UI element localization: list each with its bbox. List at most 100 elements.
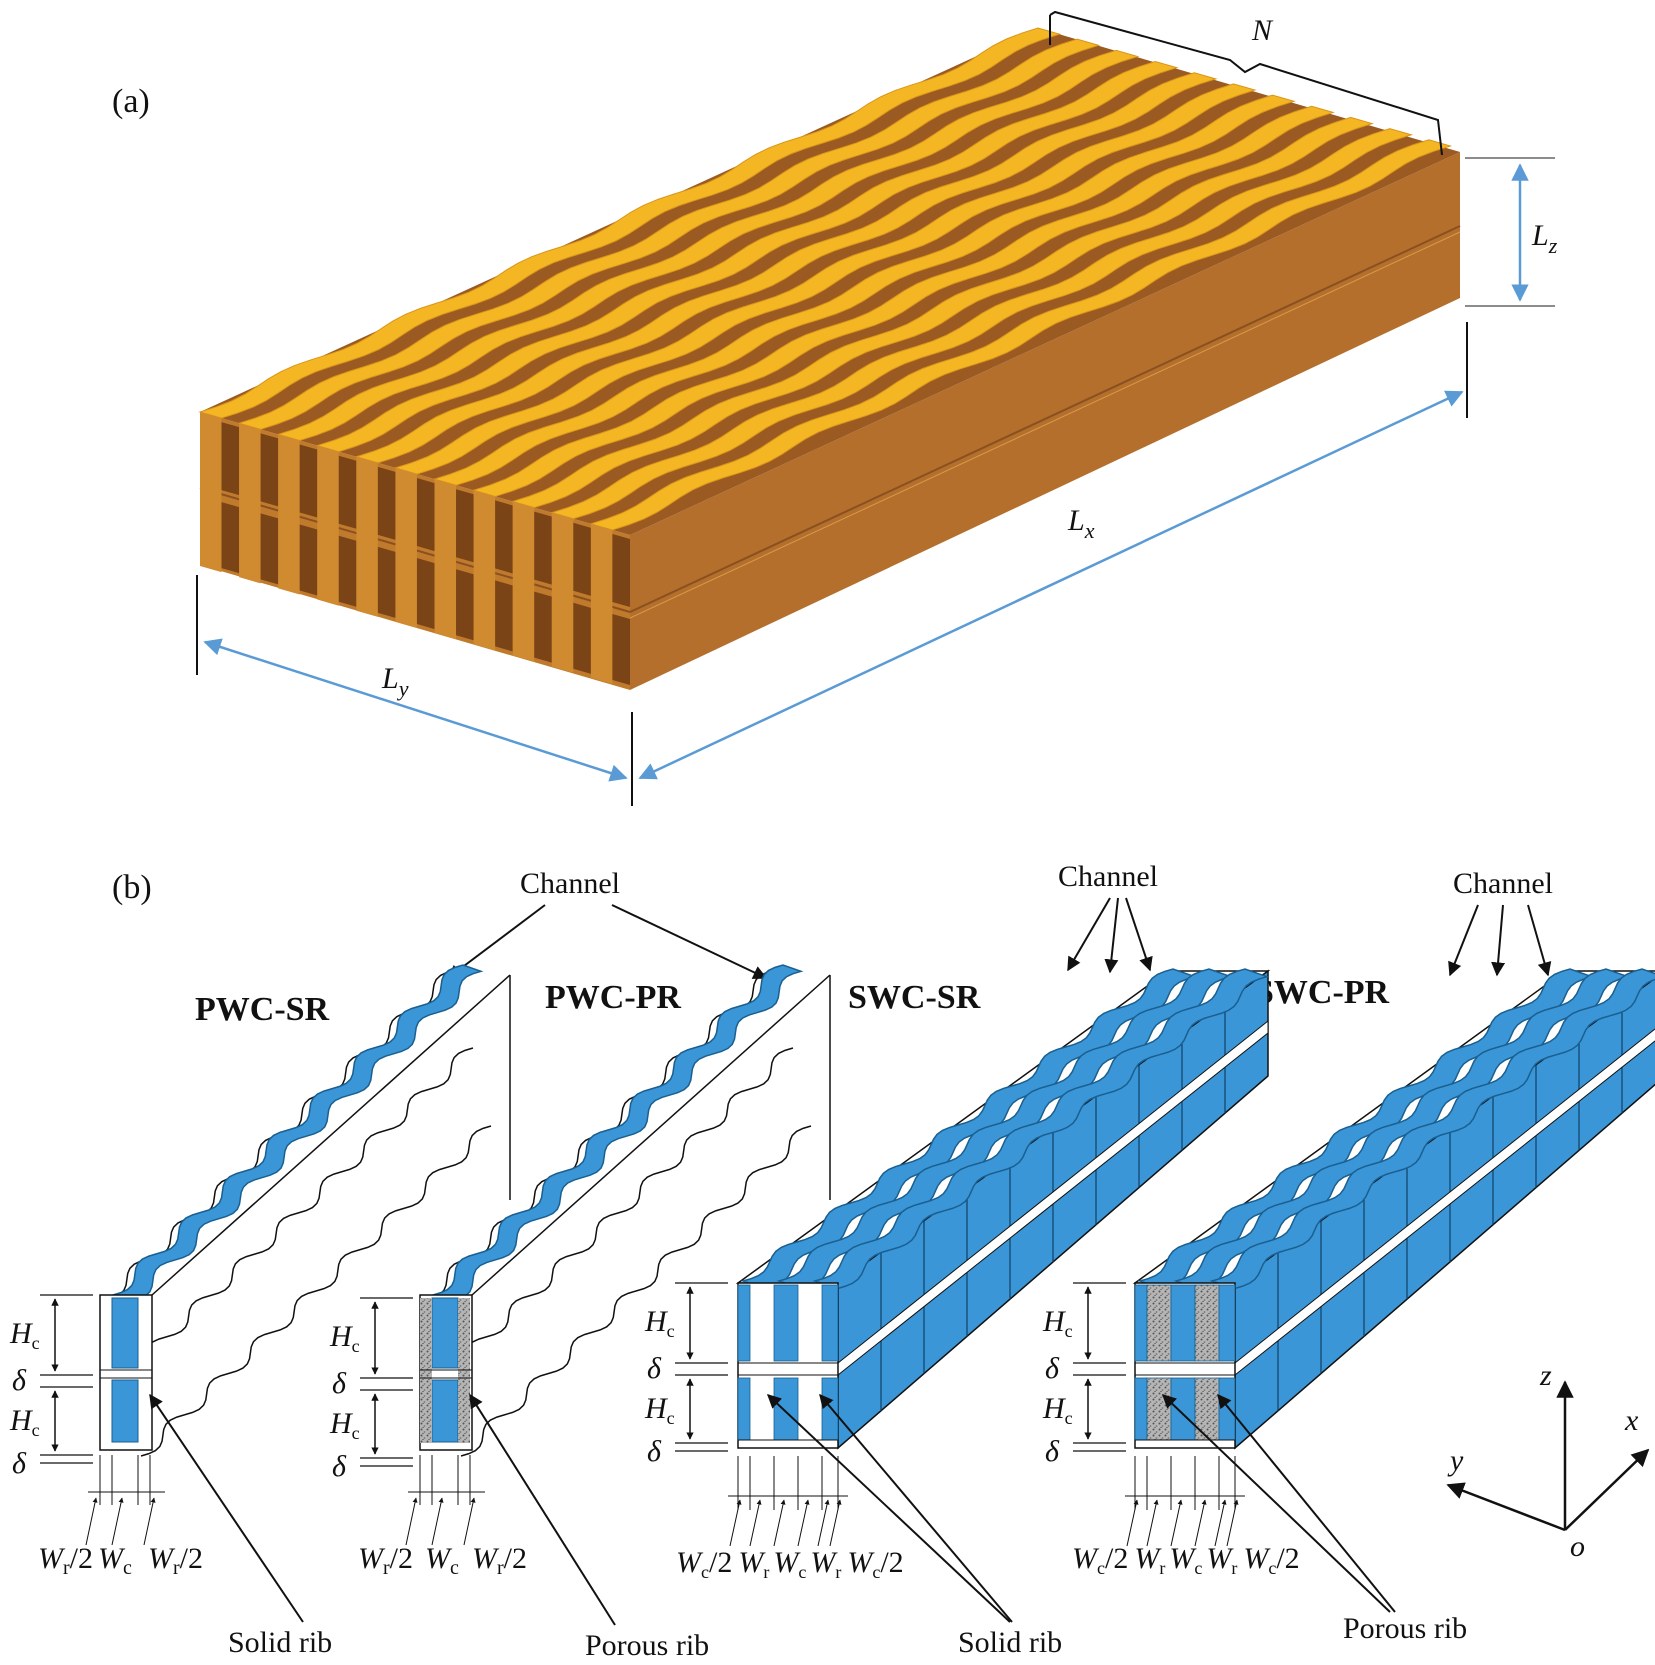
model-name-pwc-sr: PWC-SR bbox=[195, 991, 330, 1028]
channel-upper bbox=[111, 1297, 139, 1369]
dimension-Lz-sub: z bbox=[1548, 233, 1558, 258]
axis-x-label: x bbox=[1624, 1404, 1639, 1437]
edge-top bbox=[471, 974, 831, 1296]
section-cell-upper bbox=[773, 1284, 799, 1362]
width-pointer bbox=[143, 1497, 156, 1546]
fin-2 bbox=[237, 38, 1101, 430]
channel-lower bbox=[111, 1379, 139, 1443]
fin-front-11 bbox=[590, 523, 613, 684]
fin-1 bbox=[198, 27, 1062, 419]
delta-label-lower: δ bbox=[332, 1450, 347, 1483]
axis-y-label: y bbox=[1447, 1444, 1464, 1477]
channel-top-strip bbox=[110, 964, 484, 1303]
section-cell-lower bbox=[737, 1377, 751, 1441]
fin-front-9 bbox=[512, 501, 535, 662]
fin-front-8 bbox=[473, 490, 496, 651]
svg-text:Wr/2: Wr/2 bbox=[358, 1542, 413, 1579]
dimension-Lx-label: L bbox=[1067, 504, 1085, 537]
fin-4 bbox=[315, 61, 1179, 453]
channel-opening-upper-5 bbox=[377, 466, 396, 540]
width-pointer bbox=[1146, 1499, 1159, 1547]
channel-arrows bbox=[446, 897, 1552, 979]
panel-a-label: (a) bbox=[112, 83, 150, 120]
dimension-Lz: Lz bbox=[1465, 157, 1558, 307]
width-pointer bbox=[1170, 1499, 1183, 1547]
fin-front-6 bbox=[395, 467, 417, 629]
top-channel-3 bbox=[1209, 968, 1655, 1290]
channel-opening-upper-3 bbox=[299, 444, 318, 518]
dimension-Ly-sub: y bbox=[397, 676, 409, 701]
fin-front-1 bbox=[200, 412, 222, 573]
svg-text:Wr/2: Wr/2 bbox=[38, 1542, 93, 1579]
section-cell-upper bbox=[1218, 1284, 1236, 1362]
model-swc-pr bbox=[1125, 968, 1655, 1547]
svg-text:Lz: Lz bbox=[1531, 219, 1558, 258]
fin-7 bbox=[432, 94, 1296, 486]
model-pwc-sr bbox=[85, 964, 511, 1546]
section-cell-lower bbox=[1218, 1377, 1236, 1441]
hc-label-lower: Hc bbox=[9, 1404, 40, 1440]
width-pointer bbox=[1126, 1499, 1139, 1547]
fin-front-2 bbox=[239, 423, 261, 584]
width-pointer bbox=[749, 1499, 762, 1547]
section-cell-upper bbox=[1194, 1284, 1220, 1362]
section-cell-upper bbox=[821, 1284, 839, 1362]
fin-front-10 bbox=[551, 512, 574, 673]
panel-b-label: (b) bbox=[112, 869, 152, 906]
channel-opening-lower-9 bbox=[534, 591, 552, 663]
solid-rib-label-swc: Solid rib bbox=[958, 1626, 1062, 1659]
hc-label-lower: Hc bbox=[1042, 1392, 1073, 1428]
channel-opening-upper-7 bbox=[456, 489, 474, 563]
channel-opening-lower-4 bbox=[338, 535, 357, 607]
channel-opening-lower-8 bbox=[495, 580, 513, 652]
fin-front-3 bbox=[278, 434, 300, 595]
channel-opening-lower-7 bbox=[456, 569, 474, 641]
hc-label-upper: Hc bbox=[329, 1320, 360, 1356]
delta-label-upper: δ bbox=[647, 1352, 662, 1385]
width-pointer bbox=[829, 1499, 842, 1547]
solid-rib-label-pwc: Solid rib bbox=[228, 1626, 332, 1659]
dimension-N-label: N bbox=[1251, 14, 1274, 47]
width-labels-pwc-pr: Wr/2 Wc Wr/2 bbox=[358, 1542, 527, 1579]
hc-label-upper: Hc bbox=[1042, 1305, 1073, 1341]
porous-rib-label-pwc: Porous rib bbox=[585, 1629, 709, 1662]
top-channel-3 bbox=[812, 968, 1270, 1290]
channel-opening-upper-10 bbox=[573, 522, 591, 596]
channel-label-swc-pr: Channel bbox=[1453, 867, 1553, 900]
channel-opening-upper-4 bbox=[338, 455, 357, 529]
width-pointer bbox=[817, 1499, 830, 1547]
channel-label-pwc: Channel bbox=[520, 867, 620, 900]
axis-origin-label: o bbox=[1570, 1530, 1585, 1563]
fin-5 bbox=[354, 72, 1218, 464]
channel-opening-upper-11 bbox=[612, 533, 630, 607]
front-channel-openings bbox=[200, 412, 630, 685]
channel-opening-upper-2 bbox=[260, 433, 279, 507]
width-pointer bbox=[797, 1499, 810, 1547]
section-cell-lower bbox=[1146, 1377, 1172, 1441]
fin-6 bbox=[393, 83, 1257, 475]
channel-opening-upper-6 bbox=[416, 478, 435, 552]
model-name-swc-pr: SWC-PR bbox=[1255, 974, 1390, 1011]
wall-line-2 bbox=[442, 1047, 794, 1379]
delta-label-lower: δ bbox=[647, 1435, 662, 1468]
model-pwc-pr bbox=[405, 964, 831, 1546]
width-labels-pwc-sr: Wr/2 Wc Wr/2 bbox=[38, 1542, 203, 1579]
section-cell-lower bbox=[773, 1377, 799, 1441]
fin-front-4 bbox=[317, 445, 339, 606]
wall-line-3 bbox=[140, 1125, 492, 1457]
channel-opening-lower-6 bbox=[416, 558, 435, 630]
model-swc-sr bbox=[728, 968, 1271, 1547]
channel-opening-upper-1 bbox=[221, 422, 240, 496]
coordinate-axes bbox=[1446, 1380, 1650, 1532]
section-cell-upper bbox=[1134, 1284, 1148, 1362]
width-pointer bbox=[729, 1499, 742, 1547]
hc-label-lower: Hc bbox=[329, 1407, 360, 1443]
fin-front-7 bbox=[434, 479, 457, 640]
model-name-swc-sr: SWC-SR bbox=[848, 979, 981, 1016]
delta-label-upper: δ bbox=[332, 1367, 347, 1400]
